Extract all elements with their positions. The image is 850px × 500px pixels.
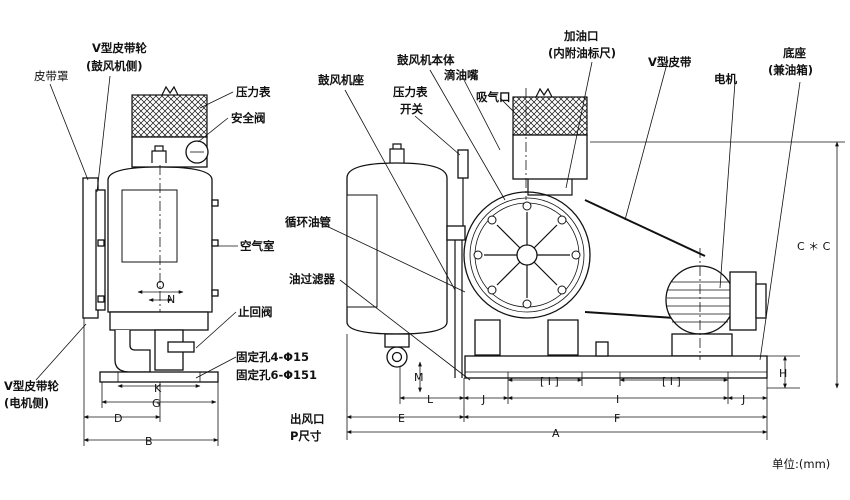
side-view <box>82 85 219 383</box>
dim-B: B <box>145 435 153 448</box>
front-view <box>346 87 768 379</box>
label-suction-port: 吸气口 <box>476 90 511 104</box>
dimension-labels: O N K G D B M L J [ I ] [ I ] I J E F A … <box>114 240 831 448</box>
label-oil-inlet-1: 加油口 <box>563 29 599 43</box>
label-pulley-motor-1: V型皮带轮 <box>4 379 59 393</box>
dim-K: K <box>154 382 162 395</box>
front-leaders <box>317 59 801 381</box>
label-belt-cover: 皮带罩 <box>34 69 69 83</box>
dim-M: M <box>414 371 424 384</box>
label-blower-body: 鼓风机本体 <box>397 53 455 67</box>
label-fix-hole-6: 固定孔6-Φ151 <box>236 368 317 382</box>
label-air-chamber: 空气室 <box>240 239 275 253</box>
label-base-1: 底座 <box>783 46 806 60</box>
label-pressure-gauge: 压力表 <box>236 85 271 99</box>
front-dimensions <box>346 141 845 440</box>
label-group: 皮带罩 V型皮带轮 (鼓风机侧) 压力表 安全阀 空气室 止回阀 固定孔4-Φ1… <box>4 29 830 471</box>
dim-D: D <box>114 412 122 425</box>
label-oil-drip: 滴油嘴 <box>444 68 479 82</box>
label-check-valve: 止回阀 <box>238 305 273 319</box>
dim-I3: I <box>616 393 619 406</box>
dim-I2: [ I ] <box>662 375 681 388</box>
dim-F: F <box>614 412 620 425</box>
dim-A: A <box>552 427 560 440</box>
dim-O: O <box>156 279 165 292</box>
label-unit: 单位:(mm) <box>772 457 830 471</box>
side-leaders <box>35 75 238 381</box>
label-outlet-2: P尺寸 <box>290 429 322 443</box>
label-gauge-switch-2: 开关 <box>400 102 423 116</box>
label-oil-inlet-2: (内附油标尺) <box>548 46 616 60</box>
dim-I1: [ I ] <box>540 375 559 388</box>
label-base-2: (兼油箱) <box>768 63 813 77</box>
label-fix-hole-4: 固定孔4-Φ15 <box>236 350 309 364</box>
dim-E: E <box>398 412 405 425</box>
label-pulley-motor-2: (电机侧) <box>4 396 49 410</box>
dim-G: G <box>152 397 161 410</box>
label-gauge-switch-1: 压力表 <box>393 85 428 99</box>
label-circ-pipe: 循环油管 <box>284 215 331 229</box>
side-base <box>99 371 219 383</box>
inlet-filter-front <box>512 96 588 136</box>
inlet-filter-side <box>131 94 208 138</box>
dim-J1: J <box>481 393 485 406</box>
label-safety-valve: 安全阀 <box>231 111 266 125</box>
label-v-belt: V型皮带 <box>648 55 692 69</box>
dim-H: H <box>779 367 787 380</box>
base-oil-tank <box>464 355 768 379</box>
dim-C: C ＊ C <box>797 240 831 253</box>
label-blower-seat: 鼓风机座 <box>318 73 364 87</box>
side-dimensions <box>83 290 219 446</box>
label-outlet-1: 出风口 <box>290 412 325 426</box>
label-pulley-blower-1: V型皮带轮 <box>92 41 147 55</box>
safety-valve-shape <box>151 145 167 163</box>
dim-L: L <box>427 393 434 406</box>
dim-J2: J <box>741 393 745 406</box>
dim-N: N <box>167 293 175 306</box>
label-motor: 电机 <box>714 72 737 86</box>
label-oil-filter: 油过滤器 <box>289 272 335 286</box>
label-pulley-blower-2: (鼓风机侧) <box>86 59 143 73</box>
